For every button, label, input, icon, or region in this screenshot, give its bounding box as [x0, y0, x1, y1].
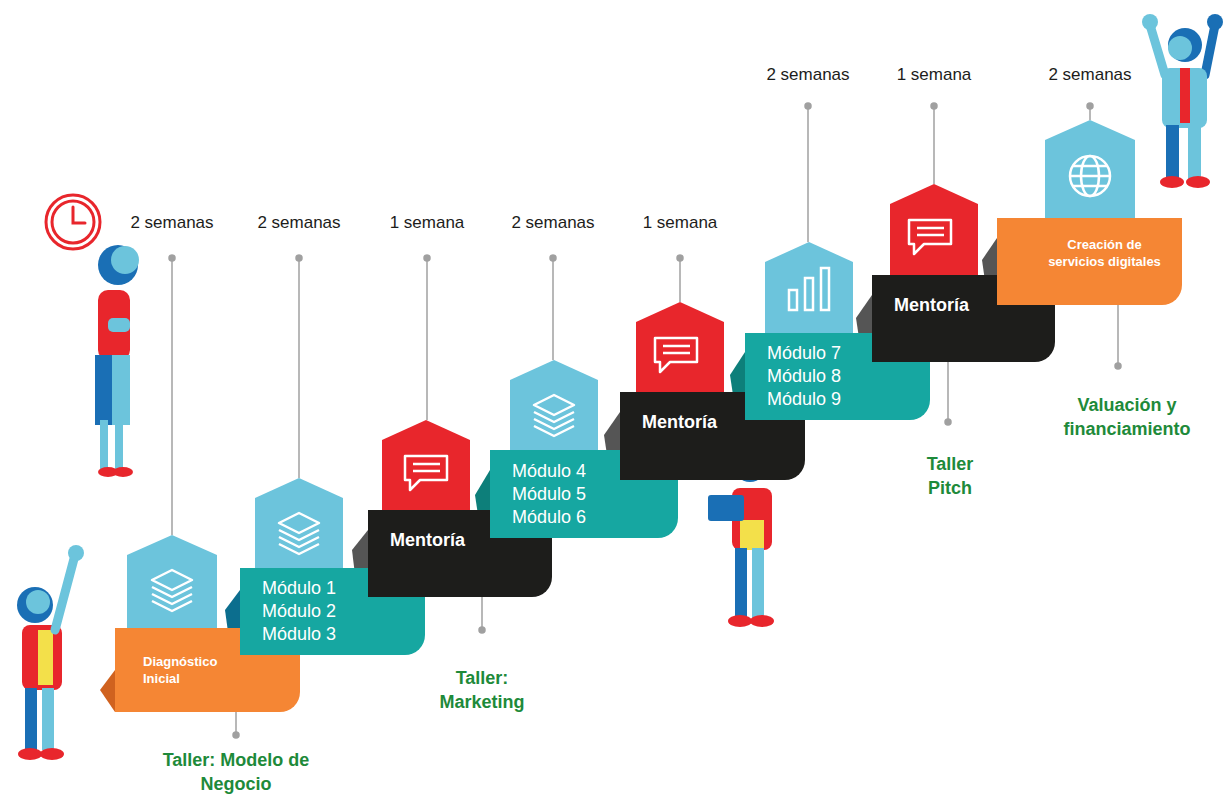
person-cheering-right [1142, 14, 1223, 188]
step-text: Mentoría [894, 295, 969, 316]
duration: 2 semanas [748, 65, 868, 85]
step-text: Creación de servicios digitales [1040, 236, 1170, 270]
icon-tags [127, 120, 1135, 630]
step-text: Módulo 4 [512, 460, 586, 483]
person-woman [95, 245, 139, 477]
globe-icon [1070, 156, 1110, 196]
step-text: Módulo 6 [512, 506, 586, 529]
workshop-label: Taller: Modelo de Negocio [156, 748, 316, 796]
duration: 2 semanas [1030, 65, 1150, 85]
duration: 1 semana [874, 65, 994, 85]
step-text: Diagnóstico Inicial [143, 653, 243, 687]
step-text: Módulo 7 [767, 342, 841, 365]
duration: 1 semana [620, 213, 740, 233]
person-cheering-left [17, 545, 84, 760]
step-folds [100, 238, 997, 712]
workshop-label: Valuación y financiamiento [1051, 393, 1203, 441]
step-text: Módulo 8 [767, 365, 841, 388]
step-text: Módulo 5 [512, 483, 586, 506]
step-text: Módulo 9 [767, 388, 841, 411]
final-step: Creación de servicios digitales [997, 218, 1182, 305]
step-text: Módulo 2 [262, 600, 336, 623]
step-text: Mentoría [642, 412, 717, 433]
step-text: Módulo 3 [262, 623, 336, 646]
workshop-label: Taller Pitch [910, 452, 990, 500]
duration: 2 semanas [493, 213, 613, 233]
chat-icons [405, 220, 951, 490]
duration: 1 semana [367, 213, 487, 233]
duration: 2 semanas [239, 213, 359, 233]
bar-chart-icon [789, 268, 829, 310]
step-text: Módulo 1 [262, 577, 336, 600]
leader-lines [169, 103, 1121, 738]
clock-icon [46, 195, 100, 249]
step-text: Mentoría [390, 530, 465, 551]
workshop-label: Taller: Marketing [421, 666, 543, 714]
duration: 2 semanas [112, 213, 232, 233]
